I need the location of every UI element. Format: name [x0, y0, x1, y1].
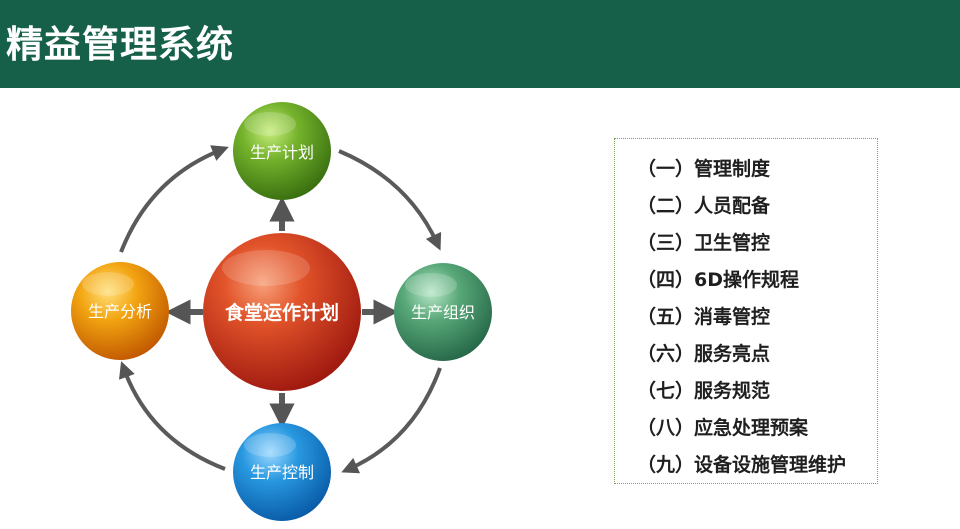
list-item: （八）应急处理预案	[637, 417, 809, 439]
management-list: （一）管理制度 （二）人员配备 （三）卫生管控 （四）6D操作规程 （五）消毒管…	[637, 155, 846, 488]
node-analyze: 生产分析	[71, 262, 169, 360]
list-item: （四）6D操作规程	[637, 269, 799, 291]
list-item: （三）卫生管控	[637, 232, 771, 254]
cycle-arrow-organize-to-control	[341, 367, 442, 474]
cycle-diagram: 生产计划 生产组织 生产控制 生产分析 食堂运作计划	[71, 102, 492, 521]
list-item: （五）消毒管控	[637, 306, 771, 328]
cycle-arrow-analyze-to-plan	[119, 145, 229, 253]
list-item: （七）服务规范	[637, 380, 771, 402]
cycle-arrow-plan-to-organize	[338, 149, 442, 251]
node-plan: 生产计划	[233, 102, 331, 200]
node-organize: 生产组织	[394, 263, 492, 361]
management-list-panel: （一）管理制度 （二）人员配备 （三）卫生管控 （四）6D操作规程 （五）消毒管…	[614, 138, 878, 484]
node-plan-label: 生产计划	[250, 143, 314, 162]
list-item: （九）设备设施管理维护	[637, 454, 847, 476]
node-control: 生产控制	[233, 423, 331, 521]
node-center-label: 食堂运作计划	[225, 301, 339, 324]
cycle-arrow-control-to-analyze	[119, 361, 226, 471]
header-bar: 精益管理系统	[0, 0, 960, 88]
list-item: （一）管理制度	[637, 158, 771, 180]
node-analyze-label: 生产分析	[88, 302, 152, 321]
page-title: 精益管理系统	[6, 23, 234, 66]
list-item: （六）服务亮点	[637, 343, 771, 365]
list-item: （二）人员配备	[637, 195, 771, 217]
node-center: 食堂运作计划	[203, 233, 361, 391]
node-control-label: 生产控制	[250, 463, 314, 482]
node-organize-label: 生产组织	[411, 303, 475, 322]
